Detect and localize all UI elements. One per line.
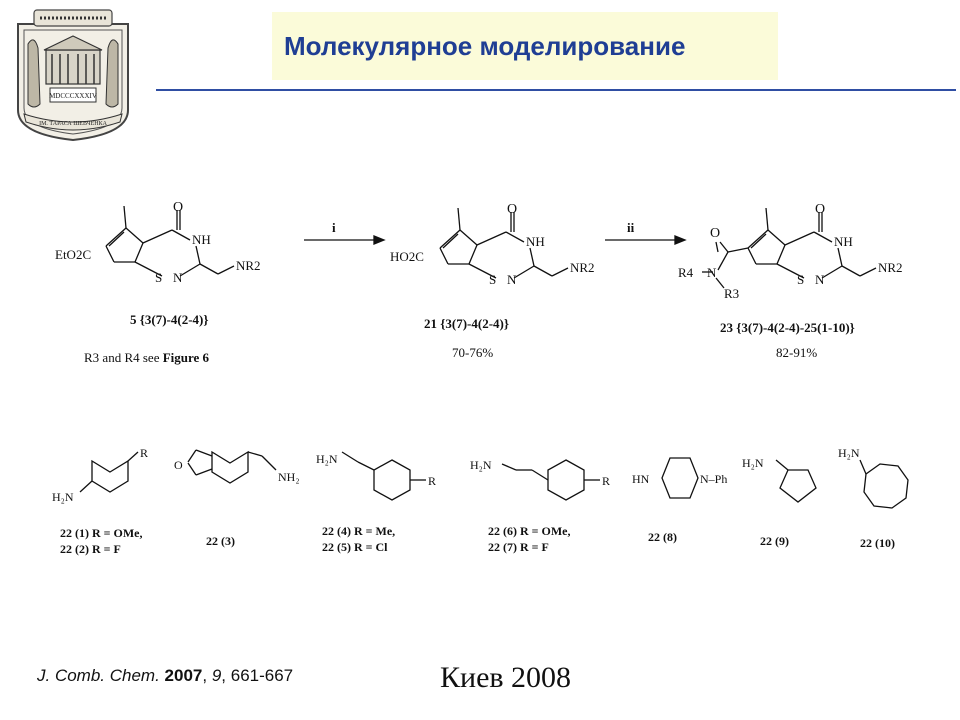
citation-year: 2007 [164,666,203,685]
amine-1-label: 22 (1) R = OMe, [60,526,143,540]
compound-23-r3-label: R3 [724,286,740,301]
compound-21-n-label: N [507,272,517,287]
compound-21-s-label: S [489,272,497,287]
compound-23-r4-label: R4 [678,265,694,280]
amine-8-nph-label: N–Ph [700,472,728,486]
amine-8-label: 22 (8) [648,530,677,544]
amine-4-r-label: R [428,474,437,488]
compound-5-n-label: N [173,270,183,285]
amine-10-structure [859,459,909,509]
amine-3-nh2-label: NH₂ [278,470,300,484]
compound-5-o-label: O [173,200,184,215]
compound-21-label: 21 {3(7)-4(2-4)} [424,316,509,331]
compound-5-ester-label: EtO2C [55,247,92,262]
compound-21-nr2-label: NR2 [570,260,595,275]
compound-5-s-label: S [155,270,163,285]
compound-21-yield: 70-76% [452,345,494,360]
compound-21-nh-label: NH [526,234,545,249]
amine-10-nh2-label: H₂N [838,446,860,460]
compound-23-structure [702,207,877,289]
compound-21-structure [439,207,569,279]
amine-3-structure [187,449,277,484]
amine-9-nh2-label: H₂N [742,456,764,470]
university-seal-icon: MDCCCXXXIV ІМ. ТАРАСА ШЕВЧЕНКА [17,9,129,142]
page-title: Молекулярное моделирование [284,31,686,61]
logo-ribbon-text: ІМ. ТАРАСА ШЕВЧЕНКА [39,121,107,127]
compound-23-nr2-label: NR2 [878,260,903,275]
amine-5-label: 22 (5) R = Cl [322,540,388,554]
header-divider [156,89,956,91]
compound-5-nr2-label: NR2 [236,258,261,273]
amine-6-structure [501,459,600,501]
amine-1-nh2-label: H₂N [52,490,74,504]
footer-city-year: Киев 2008 [440,661,572,694]
amine-9-label: 22 (9) [760,534,789,548]
compound-5-structure [105,205,235,277]
compound-23-yield: 82-91% [776,345,818,360]
amine-4-label: 22 (4) R = Me, [322,524,396,538]
amine-3-o1-label: O [174,458,183,472]
compound-23-carbonyl-o-label: O [710,226,721,241]
compound-23-label: 23 {3(7)-4(2-4)-25(1-10)} [720,320,855,335]
amine-4-structure [341,451,426,501]
citation-journal: J. Comb. Chem. [37,666,160,685]
amine-7-label: 22 (7) R = F [488,540,549,554]
citation-volume: 9 [211,666,222,685]
figure-note: R3 and R4 see Figure 6 [84,350,210,365]
compound-21-acid-label: HO2C [390,249,424,264]
amine-8-structure [661,457,699,499]
compound-23-nh-label: NH [834,234,853,249]
compound-23-s-label: S [797,272,805,287]
compound-5-label: 5 {3(7)-4(2-4)} [130,312,209,327]
amine-9-structure [775,459,817,503]
amine-6-nh2-label: H₂N [470,458,492,472]
citation: J. Comb. Chem. 2007, 9, 661-667 [37,666,294,685]
amine-1-r-label: R [140,446,149,460]
amine-4-nh2-label: H₂N [316,452,338,466]
amine-1-structure [79,451,139,493]
compound-21-o-label: O [507,202,518,217]
amine-6-label: 22 (6) R = OMe, [488,524,571,538]
scheme-structures [79,205,909,509]
amine-8-hn-label: HN [632,472,650,486]
title-box: Молекулярное моделирование [272,12,778,80]
amine-3-label: 22 (3) [206,534,235,548]
arrow-ii-label: ii [627,220,635,235]
amine-6-r-label: R [602,474,611,488]
citation-pages: 661-667 [230,666,294,685]
logo-year-text: MDCCCXXXIV [49,92,97,100]
amine-2-label: 22 (2) R = F [60,542,121,556]
compound-5-nh-label: NH [192,232,211,247]
amine-10-label: 22 (10) [860,536,895,550]
arrow-i-label: i [332,220,336,235]
compound-23-o-label: O [815,202,826,217]
reaction-scheme: EtO2C O NH S N NR2 5 {3(7)-4(2-4)} i ii … [0,180,960,580]
compound-23-amide-n-label: N [707,265,717,280]
compound-23-n-label: N [815,272,825,287]
